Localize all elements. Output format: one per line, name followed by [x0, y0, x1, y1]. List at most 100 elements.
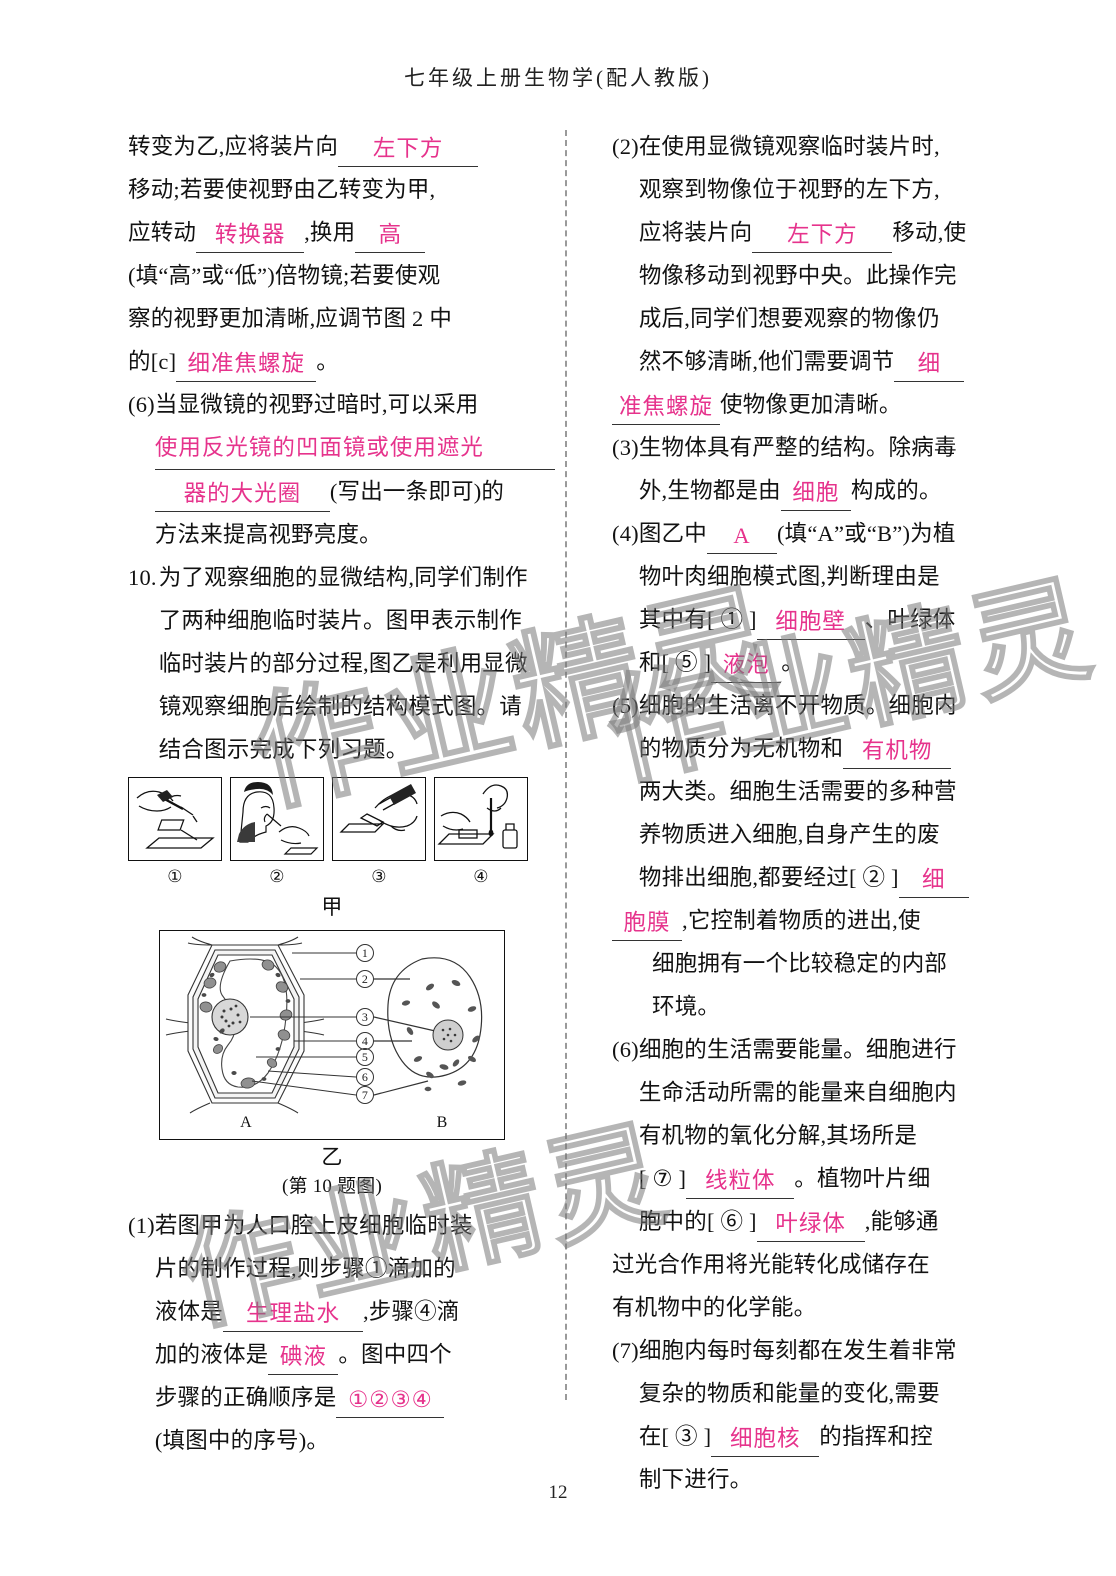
q5-text-5: 物排出细胞,都要经过[ ② ] [638, 865, 899, 890]
figure-yi-caption: 乙 [321, 1145, 343, 1169]
q4-text-4a: 和[ ⑤ ] [638, 650, 712, 675]
q3-answer-1: 细胞 [780, 476, 851, 511]
panel-3-coverslip-tweezers [332, 777, 426, 861]
column-divider [565, 130, 567, 1400]
q1-left-text-5: 步骤的正确顺序是 [154, 1385, 337, 1410]
svg-text:6: 6 [362, 1070, 368, 1084]
left-column: 转变为乙,应将装片向左下方 移动;若要使视野由乙转变为甲, 应转动转换器,换用高… [128, 125, 555, 1462]
q2-wrap-line: 准焦螺旋使物像更加清晰。 [612, 383, 1022, 426]
question-6-left: (6) 当显微镜的视野过暗时,可以采用 使用反光镜的凹面镜或使用遮光 器的大光圈… [128, 383, 555, 556]
q3-mark: (3) [612, 435, 639, 460]
q1-left-text-2: 片的制作过程,则步骤①滴加的 [154, 1256, 456, 1281]
q9-text-6a: 的[c] [128, 349, 177, 374]
q1-left-answer-2: 碘液 [268, 1340, 339, 1375]
panel-label-4: ④ [473, 867, 489, 886]
q6-right-mark: (6) [612, 1037, 639, 1062]
q5-line-7: 细胞拥有一个比较稳定的内部 [652, 951, 948, 976]
figure-title: (第 10 题图) [282, 1176, 382, 1197]
q5-text-3: 两大类。细胞生活需要的多种营 [638, 779, 957, 804]
q6-right-body: 细胞的生活需要能量。细胞进行 生命活动所需的能量来自细胞内 有机物的氧化分解,其… [639, 1028, 1022, 1243]
q4-text-2: 物叶肉细胞模式图,判断理由是 [638, 564, 940, 589]
right-column: (2) 在使用显微镜观察临时装片时, 观察到物像位于视野的左下方, 应将装片向左… [612, 125, 1022, 1501]
q5-answer-1: 有机物 [843, 734, 952, 769]
q2-text-3a: 应将装片向 [638, 220, 753, 245]
q2-text-1: 在使用显微镜观察临时装片时, [638, 134, 940, 159]
cell-b-label: B [437, 1114, 448, 1131]
figure-yi: 1 2 3 4 5 6 7 [159, 930, 505, 1140]
svg-text:5: 5 [362, 1050, 368, 1064]
q3-body: 生物体具有严整的结构。除病毒 外,生物都是由细胞构成的。 [639, 426, 1022, 512]
q9-answer-1: 左下方 [338, 132, 479, 167]
q2-text-7: 使物像更加清晰。 [720, 392, 902, 417]
q2-text-5: 成后,同学们想要观察的物像仍 [638, 306, 940, 331]
q2-body: 在使用显微镜观察临时装片时, 观察到物像位于视野的左下方, 应将装片向左下方移动… [639, 125, 1022, 383]
panel-label-1: ① [167, 867, 183, 886]
q6-right-text-3: 有机物的氧化分解,其场所是 [638, 1123, 918, 1148]
panel-label-3: ③ [371, 867, 387, 886]
q3-text-2b: 构成的。 [850, 478, 942, 503]
q4-text-1a: 图乙中 [638, 521, 707, 546]
q1-left-mark: (1) [128, 1213, 155, 1238]
q2-text-6: 然不够清晰,他们需要调节 [638, 349, 895, 374]
q7-text-2: 复杂的物质和能量的变化,需要 [638, 1381, 940, 1406]
q10-text: 为了观察细胞的显微结构,同学们制作了两种细胞临时装片。图甲表示制作临时装片的部分… [158, 565, 528, 762]
q4-text-3a: 其中有[ ① ] [638, 607, 757, 632]
q1-left-text-6: (填图中的序号)。 [154, 1428, 330, 1453]
q1-left-text-3a: 液体是 [154, 1299, 223, 1324]
q5-text-1: 细胞的生活离不开物质。细胞内 [638, 693, 957, 718]
q9-line-5: 察的视野更加清晰,应调节图 2 中 [128, 306, 453, 331]
svg-text:3: 3 [362, 1010, 368, 1024]
q1-left-text-4a: 加的液体是 [154, 1342, 269, 1367]
q6-right-text-1: 细胞的生活需要能量。细胞进行 [638, 1037, 957, 1062]
q1-left-answer-3: ①②③④ [336, 1383, 445, 1418]
q10-mark: 10. [128, 565, 157, 590]
q2-answer-1: 左下方 [752, 218, 893, 253]
question-2-right: (2) 在使用显微镜观察临时装片时, 观察到物像位于视野的左下方, 应将装片向左… [612, 125, 1022, 383]
question-3-right: (3) 生物体具有严整的结构。除病毒 外,生物都是由细胞构成的。 [612, 426, 1022, 512]
q6-right-answer-1: 线粒体 [686, 1164, 795, 1199]
q6-right-text-5a: 胞中的[ ⑥ ] [638, 1209, 757, 1234]
svg-text:1: 1 [362, 946, 368, 960]
q9-text-3a: 应转动 [128, 220, 197, 245]
q6-right-text-4a: [ ⑦ ] [638, 1166, 687, 1191]
q4-answer-1: A [706, 519, 777, 554]
q6-right-line-6: 过光合作用将光能转化成储存在 [612, 1252, 930, 1277]
panel-label-2: ② [269, 867, 285, 886]
q6-left-text-1: 当显微镜的视野过暗时,可以采用 [154, 392, 479, 417]
svg-text:4: 4 [362, 1034, 368, 1048]
q1-left-text-3b: ,步骤④滴 [362, 1299, 460, 1324]
q7-text-4: 制下进行。 [638, 1467, 753, 1492]
q9-line-3: 应转动转换器,换用高 [128, 211, 536, 254]
q6-right-text-5b: ,能够通 [864, 1209, 939, 1234]
q2-text-3b: 移动,使 [892, 220, 967, 245]
q2-text-2: 观察到物像位于视野的左下方, [638, 177, 940, 202]
q6-right-line-7: 有机物中的化学能。 [612, 1295, 817, 1320]
q5-answer-2a: 细 [898, 863, 969, 898]
panel-4-staining-dropper [434, 777, 528, 861]
q9-line-6: 的[c]细准焦螺旋。 [128, 340, 536, 383]
q9-answer-4: 细准焦螺旋 [176, 347, 317, 382]
q7-text-1: 细胞内每时每刻都在发生着非常 [638, 1338, 957, 1363]
svg-text:7: 7 [362, 1088, 368, 1102]
figure-jia: ① ② ③ ④ 甲 [128, 777, 536, 924]
q7-answer-1: 细胞核 [711, 1422, 820, 1457]
q6-left-text-2: (写出一条即可)的 [329, 479, 505, 504]
page-number: 12 [548, 1482, 568, 1503]
question-7-right: (7) 细胞内每时每刻都在发生着非常 复杂的物质和能量的变化,需要 在[ ③ ]… [612, 1329, 1022, 1501]
q4-text-4b: 。 [781, 650, 804, 675]
q4-mark: (4) [612, 521, 639, 546]
q4-text-3b: 、叶绿体 [864, 607, 956, 632]
q5-answer-2b: 胞膜 [612, 906, 682, 941]
q5-body: 细胞的生活离不开物质。细胞内 的物质分为无机物和有机物 两大类。细胞生活需要的多… [639, 684, 1022, 899]
q6-left-text-3: 方法来提高视野亮度。 [154, 522, 382, 547]
question-1-left: (1) 若图甲为人口腔上皮细胞临时装 片的制作过程,则步骤①滴加的 液体是生理盐… [128, 1204, 536, 1462]
q7-text-3a: 在[ ③ ] [638, 1424, 712, 1449]
q5-text-2: 的物质分为无机物和 [638, 736, 844, 761]
q5-mark: (5) [612, 693, 639, 718]
q2-mark: (2) [612, 134, 639, 159]
q9-text-6b: 。 [316, 349, 339, 374]
panel-1-dropper-on-slide [128, 777, 222, 861]
q4-answer-2: 细胞壁 [756, 605, 865, 640]
